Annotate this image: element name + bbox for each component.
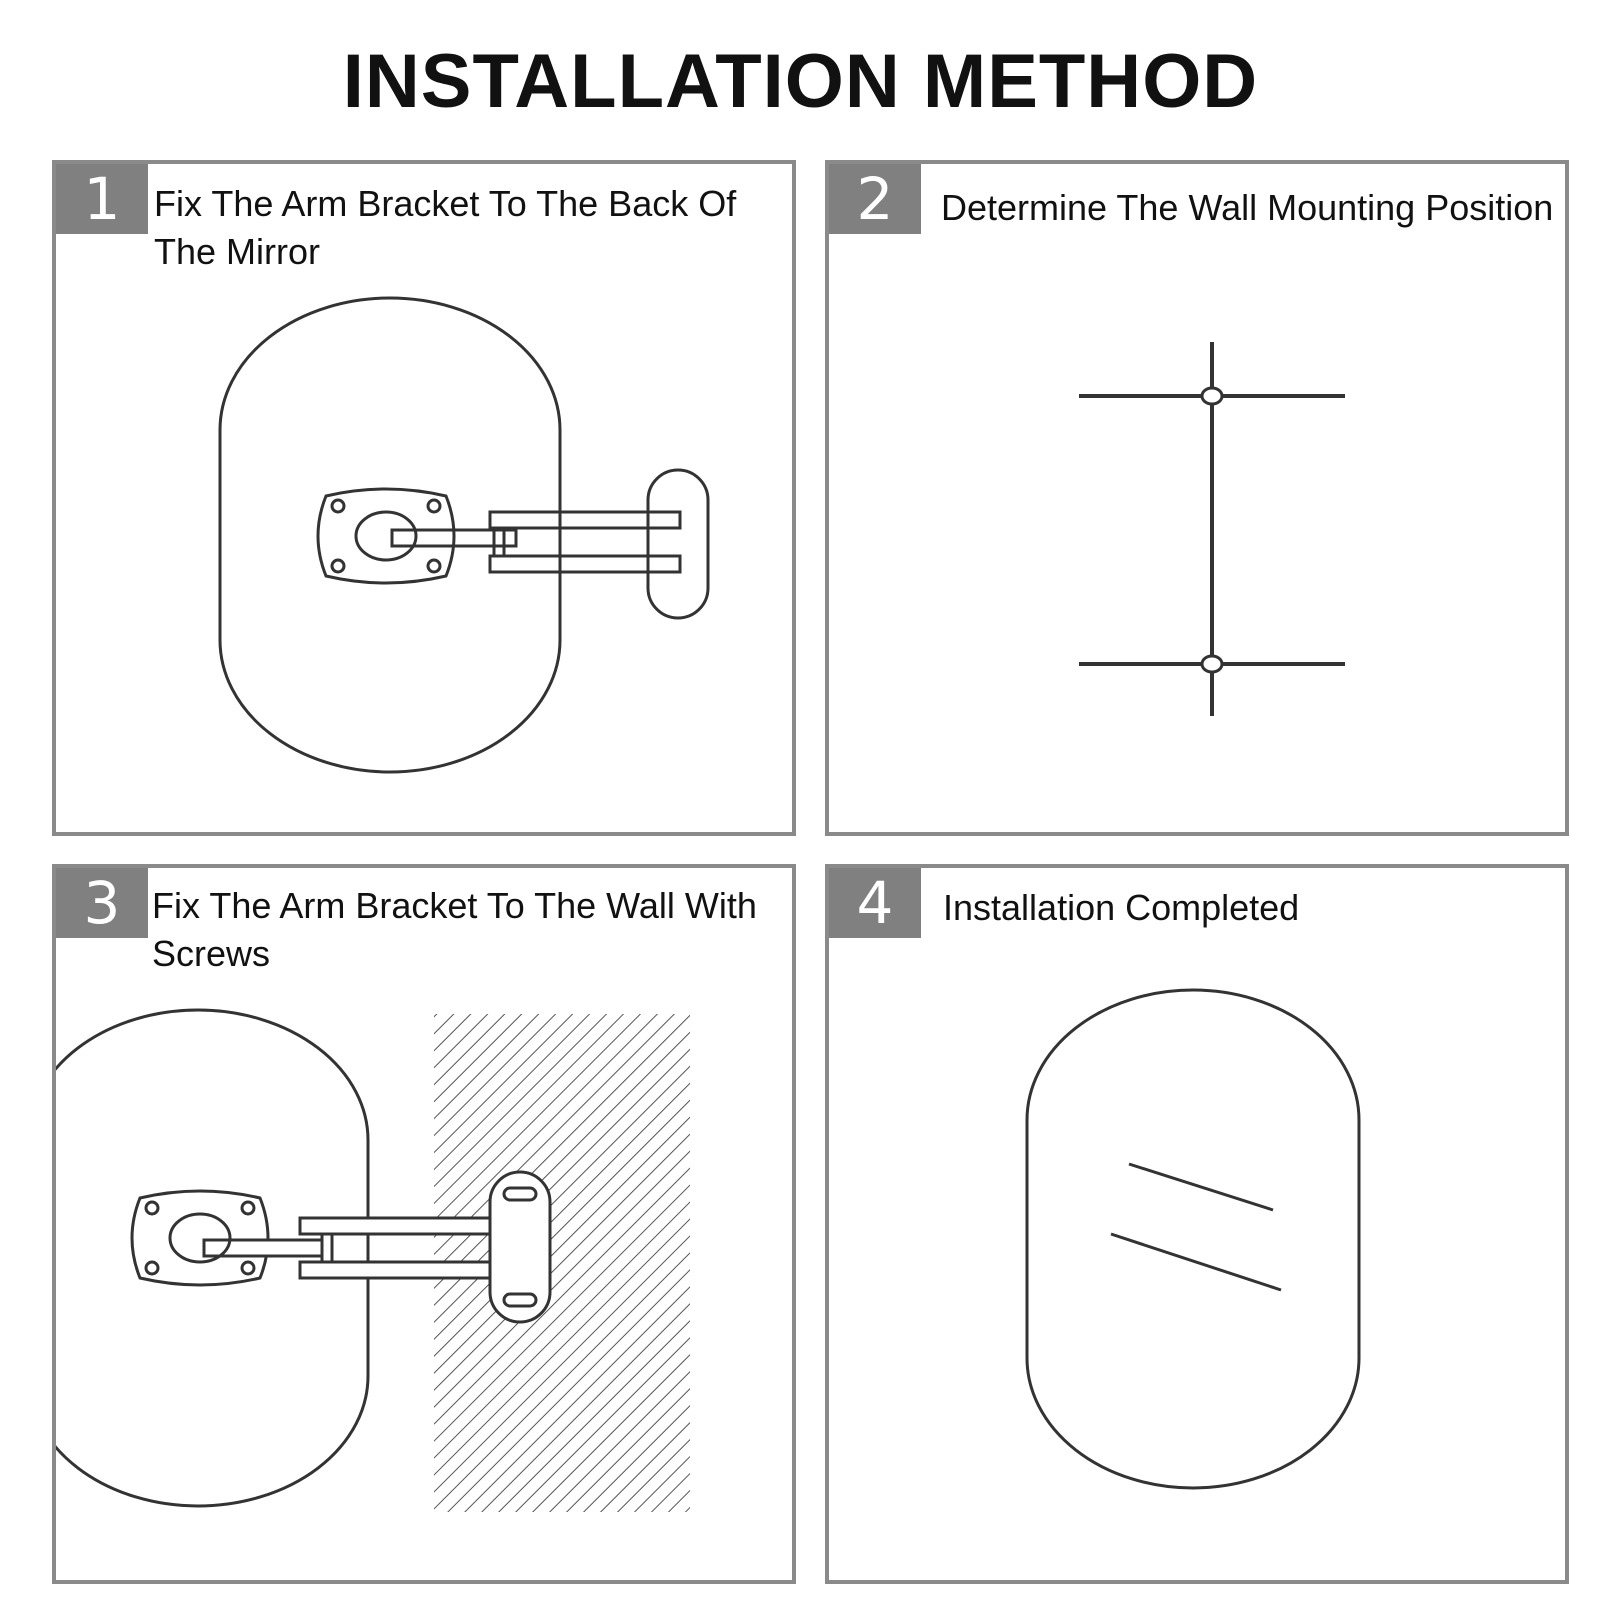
- bracket-plate: [316, 487, 456, 585]
- step-1-number: 1: [56, 164, 148, 234]
- mirror-outline: [1025, 988, 1361, 1490]
- step-3-text: Fix The Arm Bracket To The Wall With Scr…: [152, 885, 757, 974]
- step-3-panel: 3 Fix The Arm Bracket To The Wall With S…: [52, 864, 796, 1584]
- screw-slot-top: [502, 1186, 538, 1202]
- wall-position-marks-illustration: [1079, 342, 1345, 716]
- reflection-line-1: [1128, 1162, 1274, 1212]
- screw-slot-bottom: [502, 1292, 538, 1308]
- mirror-outline: [56, 1008, 370, 1508]
- installed-mirror-illustration: [1025, 988, 1361, 1490]
- step-2-text: Determine The Wall Mounting Position: [941, 187, 1554, 228]
- step-1-text: Fix The Arm Bracket To The Back Of The M…: [154, 183, 737, 272]
- page-title: INSTALLATION METHOD: [342, 39, 1259, 124]
- step-3-number: 3: [56, 868, 148, 938]
- step-4-number: 4: [829, 868, 921, 938]
- step-2-panel: 2 Determine The Wall Mounting Position: [825, 160, 1569, 836]
- step-2-number: 2: [829, 164, 921, 234]
- step-4-text: Installation Completed: [943, 887, 1300, 928]
- step-1-panel: 1 Fix The Arm Bracket To The Back Of The…: [52, 160, 796, 836]
- reflection-line-2: [1110, 1232, 1282, 1292]
- mirror-back-bracket-illustration: [218, 296, 710, 774]
- screw-mark-top: [1200, 386, 1224, 406]
- wall-plate: [488, 1170, 552, 1324]
- step-4-panel: 4 Installation Completed: [825, 864, 1569, 1584]
- wall-mount-illustration: [56, 1008, 690, 1512]
- bracket-plate: [130, 1189, 270, 1287]
- mirror-outline: [218, 296, 562, 774]
- screw-mark-bottom: [1200, 654, 1224, 674]
